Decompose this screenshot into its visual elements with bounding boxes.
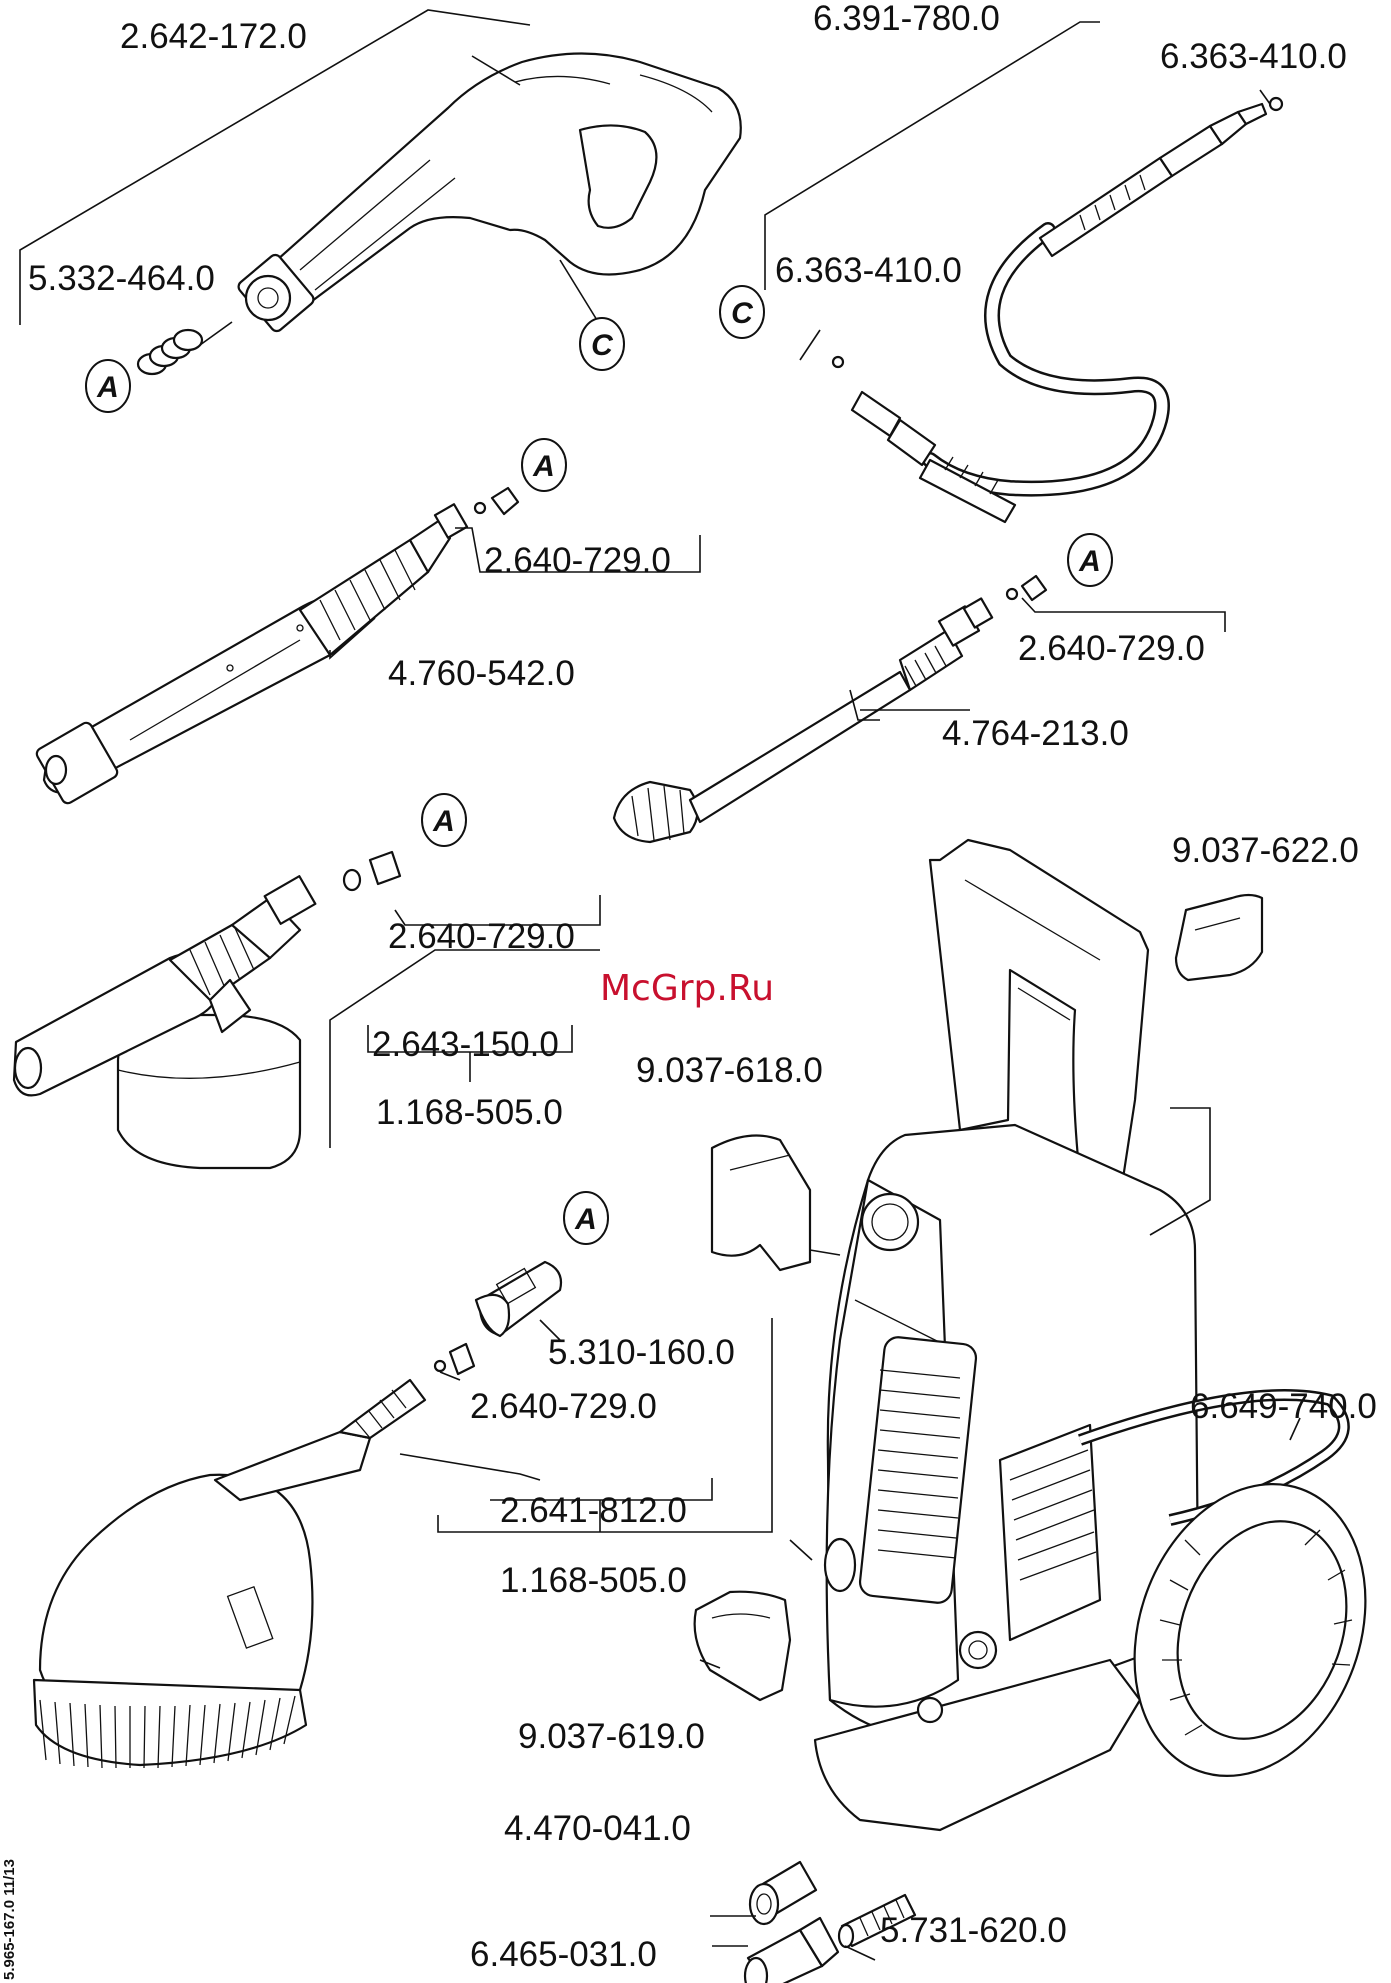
spray-gun-part — [237, 52, 742, 333]
label-oring-mid: 6.363-410.0 — [775, 251, 962, 290]
label-brush-b: 1.168-505.0 — [500, 1561, 687, 1600]
cap-part — [474, 1260, 563, 1338]
filter-part — [837, 1893, 917, 1949]
callout-a-foam: A — [421, 793, 467, 847]
callout-c-gun: C — [579, 317, 625, 371]
label-lance-a: 4.760-542.0 — [388, 654, 575, 693]
label-lance-b: 4.764-213.0 — [942, 714, 1129, 753]
svg-text:C: C — [731, 297, 754, 330]
watermark: McGrp.Ru — [600, 968, 774, 1009]
nozzle-d-part — [433, 1342, 476, 1376]
label-nozzle-d: 2.640-729.0 — [470, 1387, 657, 1426]
high-pressure-hose-part — [831, 96, 1284, 524]
callout-a-gun: A — [85, 359, 131, 413]
nozzle-a-part — [473, 486, 520, 516]
cable-reel-part — [1078, 1389, 1367, 1777]
pressure-washer-unit-part — [813, 838, 1200, 1832]
label-nozzle-c: 2.640-729.0 — [388, 917, 575, 956]
hose-coupling-part — [743, 1916, 840, 1983]
accessory-holder-right-part — [1174, 893, 1264, 982]
svg-text:A: A — [532, 450, 555, 483]
vario-lance-part — [35, 503, 469, 805]
label-brush-a: 2.641-812.0 — [500, 1491, 687, 1530]
label-foam-a: 2.643-150.0 — [372, 1025, 559, 1064]
svg-text:A: A — [96, 371, 119, 404]
label-filter: 5.731-620.0 — [880, 1911, 1067, 1950]
label-cap: 5.310-160.0 — [548, 1333, 735, 1372]
label-cable: 6.649-740.0 — [1190, 1387, 1377, 1426]
dirt-blaster-lance-part — [612, 597, 994, 844]
nozzle-b-part — [1005, 574, 1048, 602]
label-hose: 6.391-780.0 — [813, 0, 1000, 38]
spring-part — [136, 328, 204, 376]
label-oring-top: 6.363-410.0 — [1160, 37, 1347, 76]
leader-lines — [19, 9, 1301, 1961]
callout-a-brush: A — [563, 1191, 609, 1245]
svg-text:C: C — [591, 329, 614, 362]
label-holder-low: 9.037-619.0 — [518, 1717, 705, 1756]
nozzle-c-part — [342, 850, 402, 892]
svg-text:A: A — [574, 1203, 597, 1236]
wash-brush-part — [32, 1378, 427, 1769]
label-inlet: 4.470-041.0 — [504, 1809, 691, 1848]
part-labels: 2.642-172.0 6.391-780.0 6.363-410.0 6.36… — [28, 0, 1377, 1974]
label-nozzle-b: 2.640-729.0 — [1018, 629, 1205, 668]
accessory-holder-low-part — [693, 1590, 792, 1702]
svg-text:A: A — [1078, 545, 1101, 578]
label-holder-mid: 9.037-618.0 — [636, 1051, 823, 1090]
label-spring: 5.332-464.0 — [28, 259, 215, 298]
foam-jet-part — [12, 875, 317, 1170]
accessory-holder-mid-part — [710, 1134, 812, 1272]
label-foam-b: 1.168-505.0 — [376, 1093, 563, 1132]
callout-a-lance-a: A — [521, 438, 567, 492]
label-nozzle-a: 2.640-729.0 — [484, 541, 671, 580]
document-code: 5.965-167.0 11/13 — [1, 1859, 18, 1980]
callout-c-hose: C — [719, 285, 765, 339]
svg-text:A: A — [432, 805, 455, 838]
label-coupling: 6.465-031.0 — [470, 1935, 657, 1974]
callout-a-lance-b: A — [1067, 533, 1113, 587]
label-holder-right: 9.037-622.0 — [1172, 831, 1359, 870]
water-inlet-part — [748, 1860, 818, 1926]
label-gun: 2.642-172.0 — [120, 17, 307, 56]
